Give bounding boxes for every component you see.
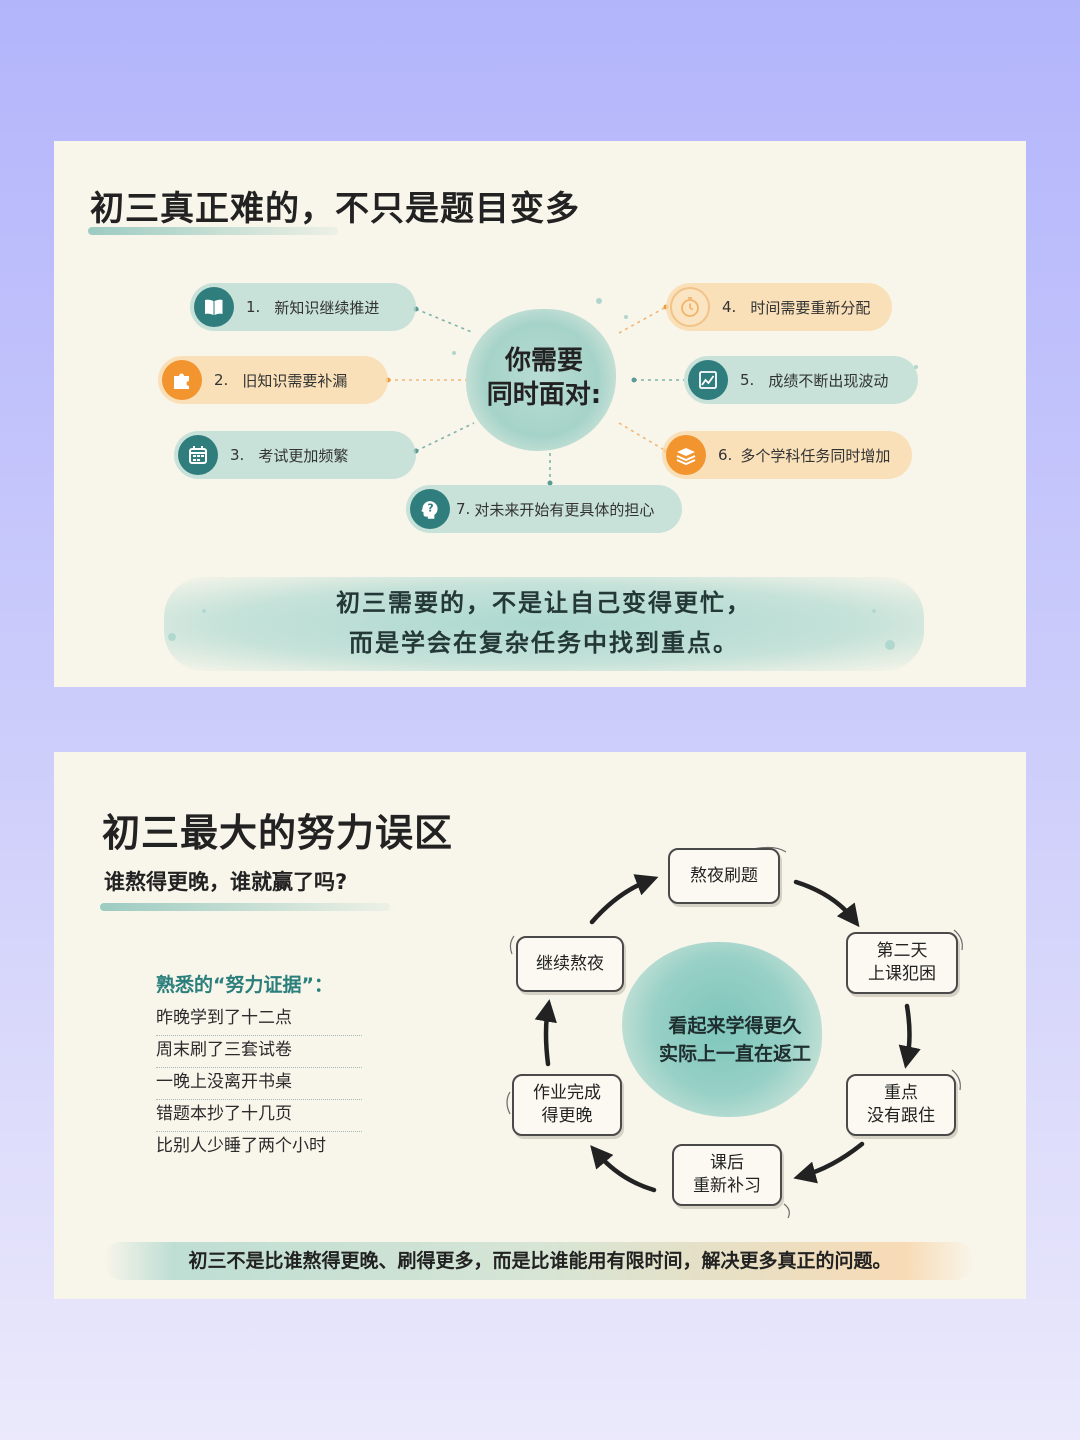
- question-head-icon: ?: [410, 489, 450, 529]
- svg-text:?: ?: [427, 502, 433, 515]
- center-line-1: 看起来学得更久: [668, 1015, 802, 1037]
- evidence-list: 昨晚学到了十二点 周末刷了三套试卷 一晚上没离开书桌 错题本抄了十几页 比别人少…: [156, 1004, 362, 1164]
- cycle-step-4-line-1: 课后: [710, 1153, 744, 1173]
- cycle-arrows: [506, 846, 963, 1219]
- item-6-number: 6.: [718, 446, 733, 464]
- item-5-pill: 5. 成绩不断出现波动: [684, 356, 918, 404]
- chart-icon: [688, 360, 728, 400]
- center-watercolor-blob: [622, 942, 822, 1117]
- arrow-1: [793, 879, 860, 928]
- title-brush-underline: [88, 227, 338, 235]
- arrow-3: [793, 1141, 865, 1184]
- hub-text: 你需要 同时面对:: [454, 344, 634, 412]
- cycle-step-5: 作业完成得更晚: [512, 1074, 622, 1136]
- card2-title: 初三最大的努力误区: [102, 811, 454, 855]
- item-7-number: 7.: [456, 500, 471, 518]
- item-7-pill: ? 7. 对未来开始有更具体的担心: [406, 485, 682, 533]
- evidence-item-5: 比别人少睡了两个小时: [156, 1136, 326, 1156]
- item-4-pill: 4. 时间需要重新分配: [666, 283, 892, 331]
- evidence-item-4: 错题本抄了十几页: [156, 1100, 362, 1132]
- calendar-icon: [178, 435, 218, 475]
- clock-icon: [670, 287, 710, 327]
- bottom-banner-watercolor: [104, 1242, 974, 1280]
- card1-title: 初三真正难的，不只是题目变多: [90, 189, 580, 229]
- cycle-step-1-line-1: 熬夜刷题: [690, 865, 758, 886]
- cycle-step-3-line-1: 重点: [884, 1083, 918, 1103]
- center-line-2: 实际上一直在返工: [658, 1043, 811, 1065]
- subtitle-brush-underline: [100, 903, 390, 911]
- arrow-4: [590, 1145, 657, 1193]
- card2-subtitle: 谁熬得更晚，谁就赢了吗?: [104, 870, 348, 894]
- item-5-number: 5.: [740, 371, 755, 389]
- arrow-6: [589, 874, 659, 925]
- books-stack-icon: [666, 435, 706, 475]
- banner-watercolor: [164, 577, 924, 671]
- item-5-text: 成绩不断出现波动: [768, 371, 889, 390]
- evidence-item-2: 周末刷了三套试卷: [156, 1036, 362, 1068]
- item-7-text: 对未来开始有更具体的担心: [474, 500, 655, 519]
- cycle-step-5-line-1: 作业完成: [533, 1083, 601, 1103]
- item-2-number: 2.: [214, 371, 229, 389]
- puzzle-icon: [162, 360, 202, 400]
- arrow-2: [898, 1003, 921, 1069]
- banner-text: 初三需要的，不是让自己变得更忙， 而是学会在复杂任务中找到重点。: [214, 583, 874, 663]
- evidence-title: 熟悉的“努力证据”：: [156, 974, 333, 996]
- item-3-pill: 3. 考试更加频繁: [174, 431, 416, 479]
- bottom-text: 初三不是比谁熬得更晚、刷得更多，而是比谁能用有限时间，解决更多真正的问题。: [188, 1250, 892, 1272]
- cycle-step-4-line-2: 重新补习: [693, 1176, 761, 1196]
- cycle-card: 初三最大的努力误区 谁熬得更晚，谁就赢了吗? 熟悉的“努力证据”： 昨晚学到了十…: [54, 752, 1026, 1299]
- item-4-text: 时间需要重新分配: [750, 298, 871, 317]
- center-text: 看起来学得更久 实际上一直在返工: [622, 1012, 848, 1068]
- cycle-step-3: 重点没有跟住: [846, 1074, 956, 1136]
- book-icon: [194, 287, 234, 327]
- cycle-step-2: 第二天上课犯困: [846, 932, 958, 994]
- hub-line-1: 你需要: [504, 346, 583, 376]
- cycle-step-2-line-1: 第二天: [876, 941, 928, 961]
- arrow-5: [534, 999, 557, 1067]
- cycle-step-6-line-1: 继续熬夜: [536, 953, 604, 974]
- hub-watercolor-blob: [466, 309, 616, 451]
- item-3-number: 3.: [230, 446, 245, 464]
- mindmap-card: 初三真正难的，不只是题目变多 你需要 同时面对:: [54, 141, 1026, 687]
- item-1-number: 1.: [246, 298, 261, 316]
- cycle-step-3-line-2: 没有跟住: [867, 1106, 935, 1126]
- banner-line-1: 初三需要的，不是让自己变得更忙，: [336, 589, 752, 617]
- cycle-step-6: 继续熬夜: [516, 936, 624, 992]
- item-2-text: 旧知识需要补漏: [242, 371, 348, 390]
- evidence-item-1: 昨晚学到了十二点: [156, 1004, 362, 1036]
- hub-line-2: 同时面对:: [486, 380, 602, 410]
- cycle-step-4: 课后重新补习: [672, 1144, 782, 1206]
- cycle-step-5-line-2: 得更晚: [541, 1106, 593, 1126]
- item-1-text: 新知识继续推进: [274, 298, 380, 317]
- cycle-step-1: 熬夜刷题: [668, 848, 780, 904]
- item-6-pill: 6. 多个学科任务同时增加: [662, 431, 912, 479]
- cycle-step-2-line-2: 上课犯困: [868, 964, 936, 984]
- item-1-pill: 1. 新知识继续推进: [190, 283, 416, 331]
- item-4-number: 4.: [722, 298, 737, 316]
- banner-line-2: 而是学会在复杂任务中找到重点。: [349, 629, 739, 657]
- item-3-text: 考试更加频繁: [258, 446, 349, 465]
- item-6-text: 多个学科任务同时增加: [740, 446, 891, 465]
- item-2-pill: 2. 旧知识需要补漏: [158, 356, 388, 404]
- evidence-item-3: 一晚上没离开书桌: [156, 1068, 362, 1100]
